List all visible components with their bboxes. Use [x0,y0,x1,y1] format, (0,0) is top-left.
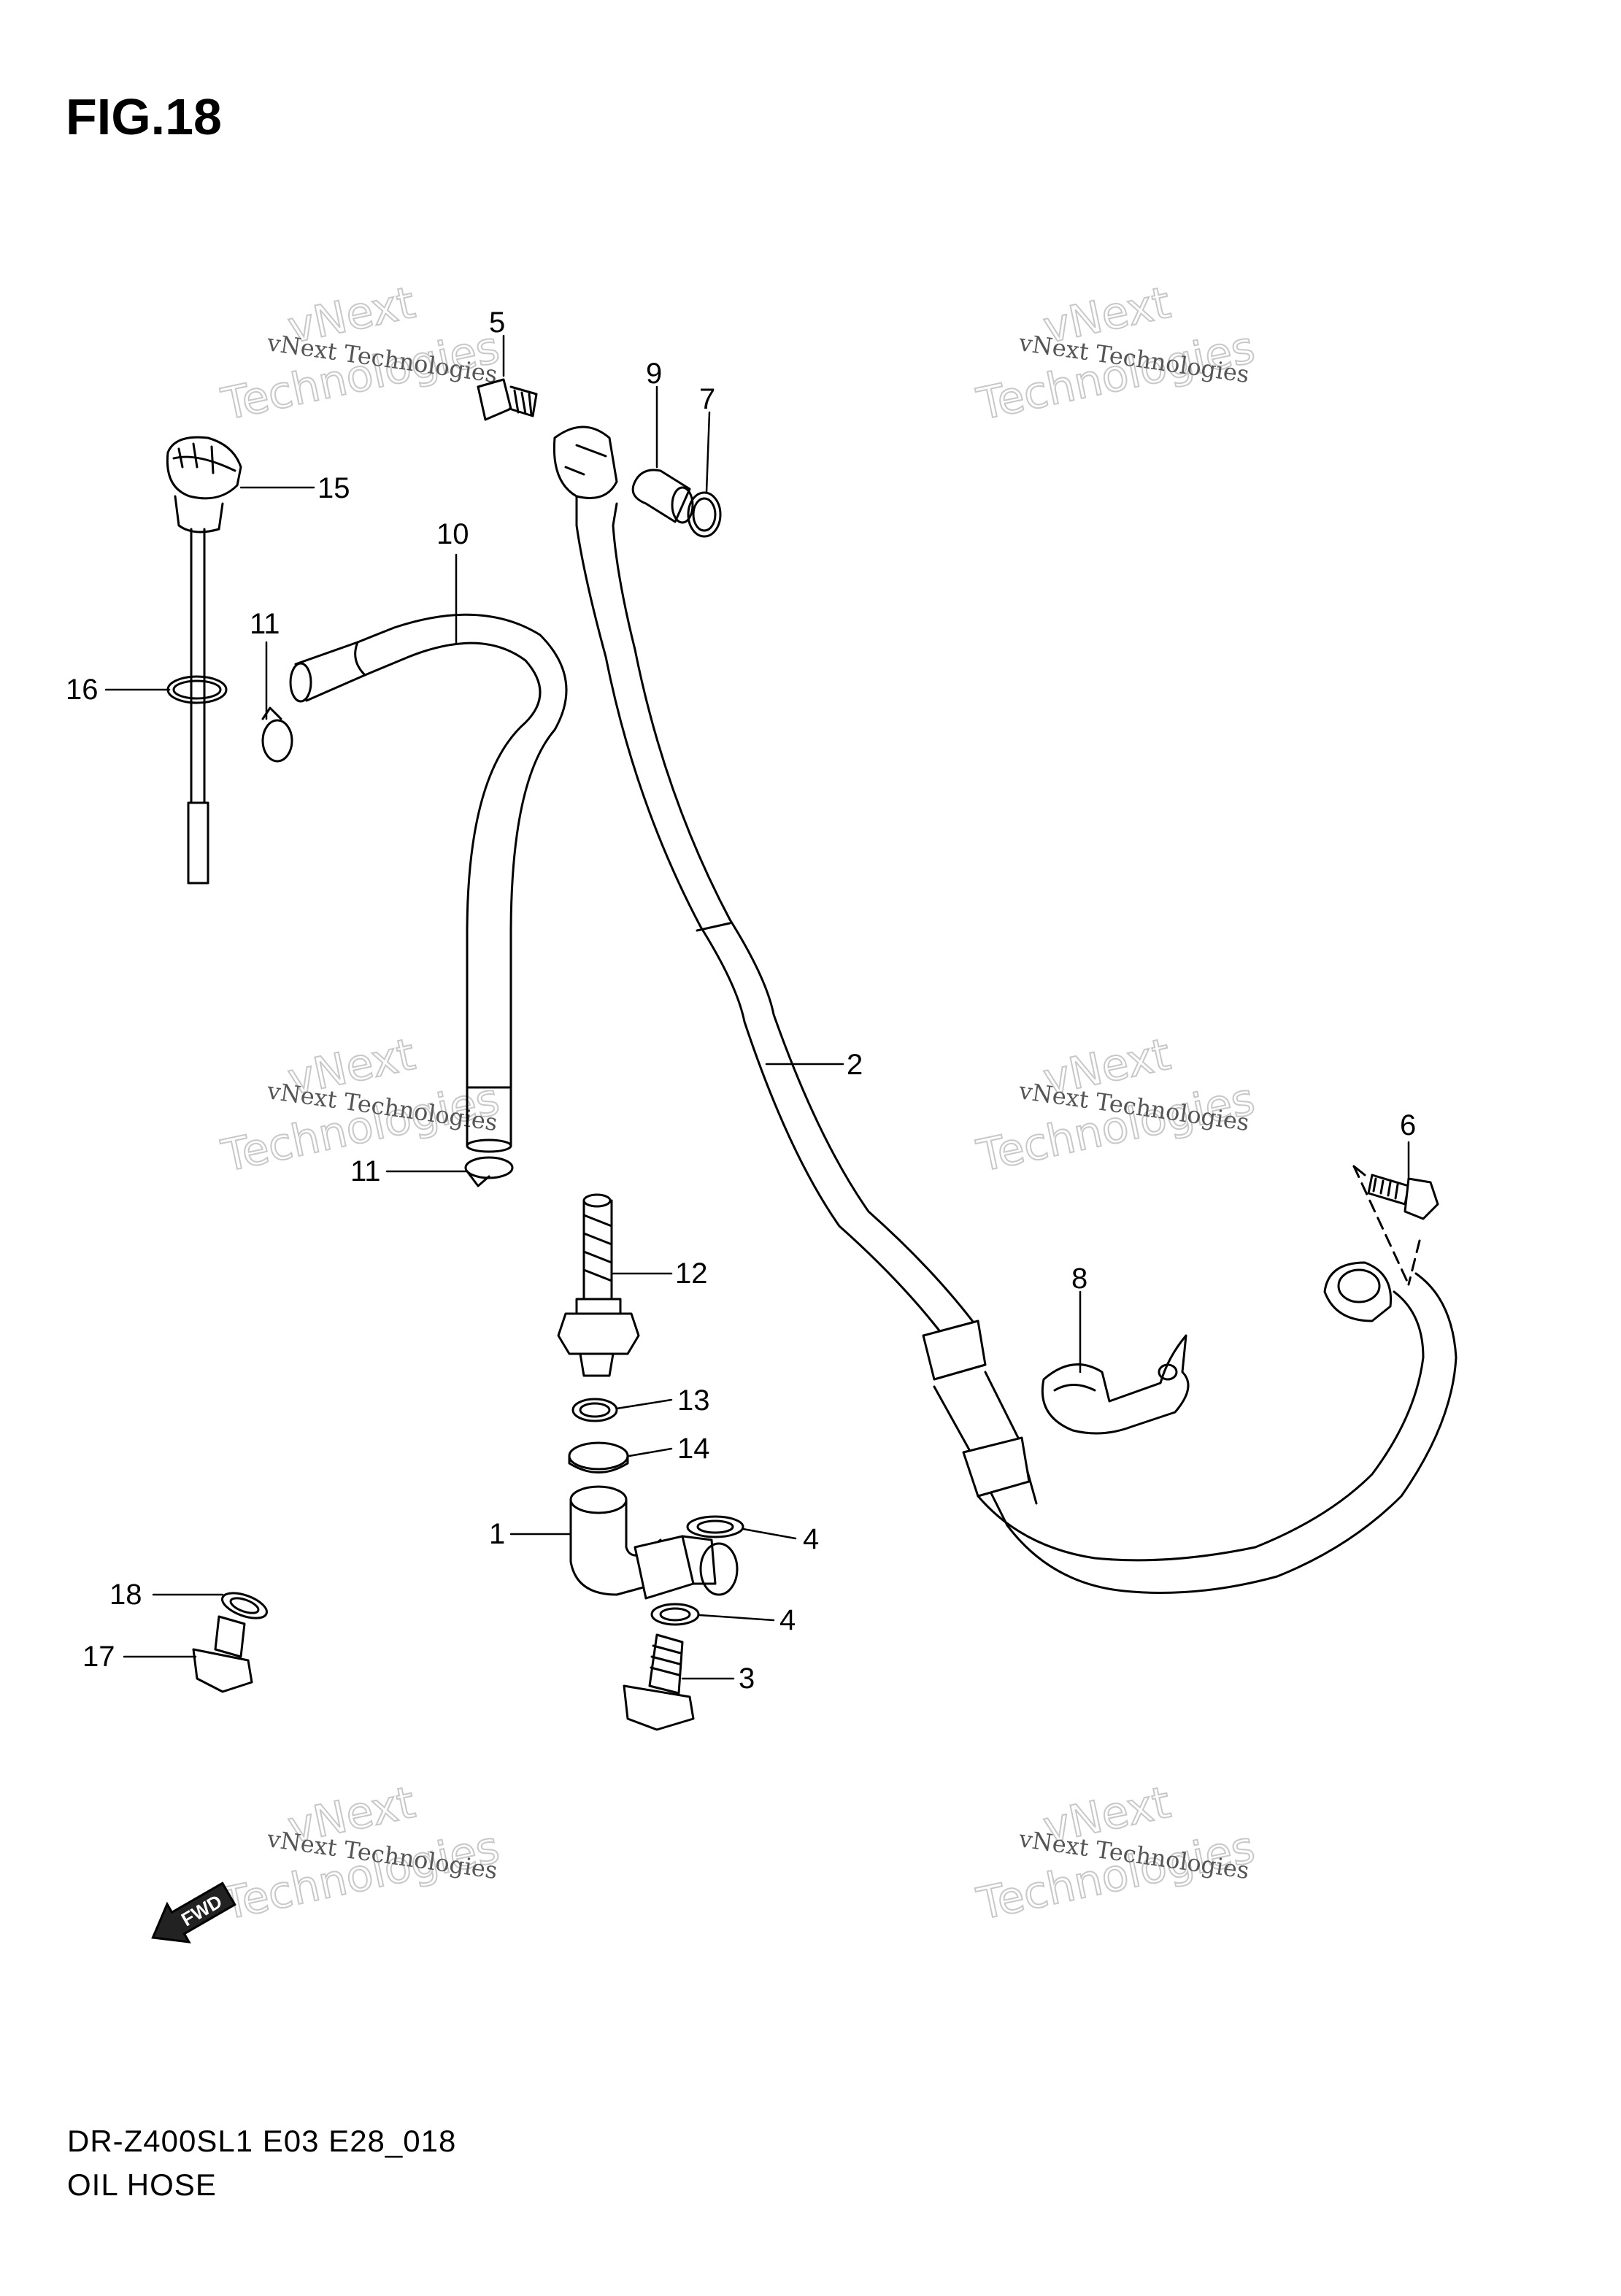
union-bolt-part [623,1633,695,1731]
drain-gasket-part [221,1592,268,1619]
washer-lower [650,1603,700,1626]
bracket-bolt-part [1352,1165,1439,1286]
callout-label: 13 [677,1384,710,1417]
callout-label: 14 [677,1433,710,1465]
elbow-hose-part [569,1485,739,1600]
watermark-bottom-left: Technologies vNext vNext Technologies [217,1776,505,1931]
callout-label: 7 [699,383,715,415]
hose-bracket-part [1041,1334,1190,1435]
callout-label: 18 [109,1579,142,1611]
oil-hose-main [552,425,1458,1594]
watermark-top-right: Technologies vNext vNext Technologies [972,277,1260,431]
drain-bolt-part [192,1615,253,1693]
union-bolt-top [477,378,538,421]
diagram-name: OIL HOSE [67,2168,217,2202]
diagram-code: DR-Z400SL1 E03 E28_018 [67,2124,457,2158]
figure-title: FIG.18 [66,88,222,145]
callout-label: 11 [250,608,280,640]
callout-label: 3 [739,1663,755,1695]
collar-part [631,469,694,524]
callout-label: 11 [350,1155,381,1187]
callout-label: 8 [1071,1263,1087,1295]
dipstick-part [166,436,242,885]
callout-label: 17 [82,1641,115,1673]
watermark-mid-right: Technologies vNext vNext Technologies [972,1028,1260,1183]
hose-clamp-upper [261,706,293,763]
o-ring-part [687,491,722,538]
callout-labels: 5 9 7 15 10 11 16 2 6 11 12 8 13 14 1 4 … [66,307,1416,1695]
pipe-fitting-part [557,1193,640,1377]
callout-label: 10 [436,518,469,550]
callout-label: 6 [1400,1109,1416,1141]
callout-label: 4 [803,1523,819,1555]
watermark-top-left: Technologies vNext vNext Technologies [217,277,505,431]
breather-hose-part [289,613,568,1153]
callout-leaders [104,334,1410,1680]
callout-label: 15 [317,472,350,504]
callout-label: 5 [489,307,505,339]
washer-upper [686,1515,744,1538]
gasket-part [571,1398,618,1422]
watermark-bottom-right: Technologies vNext vNext Technologies [972,1776,1260,1931]
callout-label: 1 [489,1518,505,1550]
callout-label: 2 [847,1049,863,1081]
hose-clamp-lower [464,1156,514,1187]
callout-label: 16 [66,674,99,706]
callout-label: 9 [646,358,662,390]
forward-direction-arrow: FWD [151,1881,236,1943]
callout-label: 4 [779,1604,796,1636]
callout-label: 12 [675,1257,708,1290]
clamp-part [568,1441,629,1473]
